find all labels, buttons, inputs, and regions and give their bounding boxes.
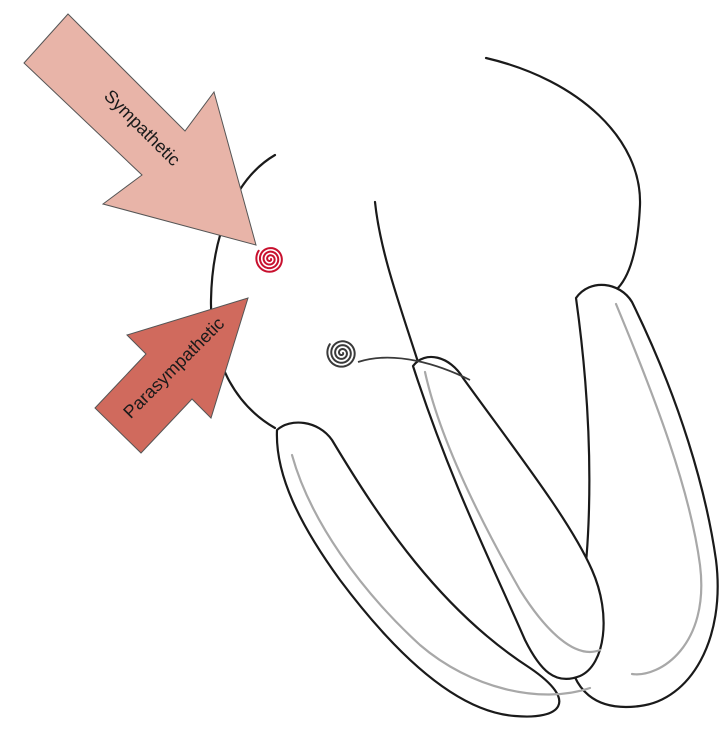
left-atrium-wall bbox=[486, 58, 640, 288]
parasympathetic-arrow: Parasympathetic bbox=[95, 298, 248, 453]
av-node-spiral-icon bbox=[327, 341, 354, 366]
sympathetic-arrow: Sympathetic bbox=[24, 14, 256, 245]
atrial-septum bbox=[375, 202, 418, 362]
sa-node-spiral-icon bbox=[256, 248, 281, 272]
